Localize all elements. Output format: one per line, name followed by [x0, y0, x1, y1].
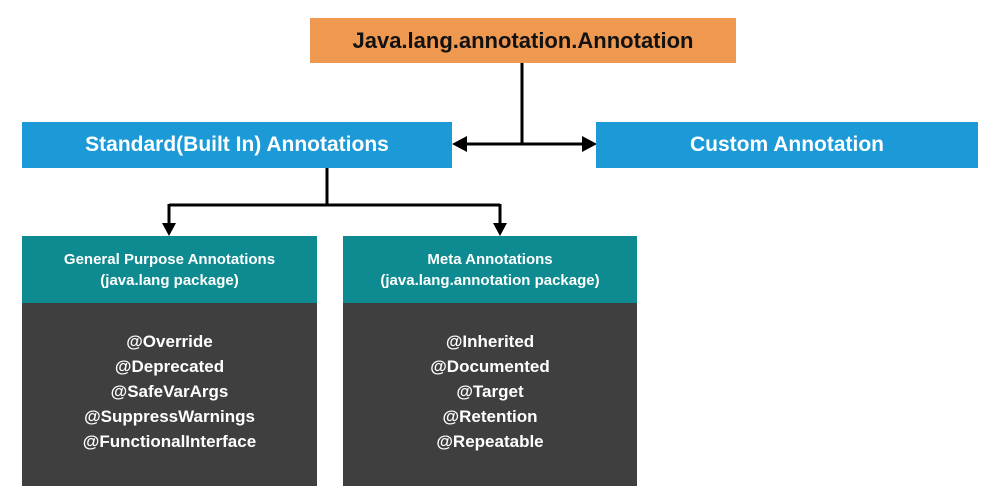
- arrowhead-down-left-icon: [162, 223, 176, 236]
- annotation-item: @Retention: [442, 407, 538, 426]
- group-general-body: @Override @Deprecated @SafeVarArgs @Supp…: [22, 303, 317, 486]
- annotation-item: @Inherited: [445, 332, 535, 351]
- annotation-item: @Documented: [430, 357, 550, 376]
- arrowhead-left-icon: [452, 136, 467, 152]
- root-node-java-lang-annotation: Java.lang.annotation.Annotation: [310, 18, 736, 63]
- annotation-item: @SuppressWarnings: [84, 407, 255, 426]
- annotation-item: @Override: [126, 332, 213, 351]
- group-general-header: General Purpose Annotations (java.lang p…: [22, 236, 317, 303]
- group-meta-annotations: Meta Annotations (java.lang.annotation p…: [343, 236, 637, 486]
- group-meta-body: @Inherited @Documented @Target @Retentio…: [343, 303, 637, 486]
- annotation-item: @Deprecated: [114, 357, 225, 376]
- node-custom-annotation: Custom Annotation: [596, 122, 978, 168]
- group-meta-subtitle: (java.lang.annotation package): [380, 271, 600, 289]
- annotation-item: @Target: [456, 382, 524, 401]
- group-general-subtitle: (java.lang package): [100, 271, 239, 289]
- group-meta-header: Meta Annotations (java.lang.annotation p…: [343, 236, 637, 303]
- group-meta-title: Meta Annotations: [427, 250, 553, 268]
- group-general-purpose-annotations: General Purpose Annotations (java.lang p…: [22, 236, 317, 486]
- arrowhead-right-icon: [582, 136, 597, 152]
- annotation-item: @FunctionalInterface: [82, 432, 257, 451]
- arrowhead-down-right-icon: [493, 223, 507, 236]
- annotation-item: @Repeatable: [436, 432, 544, 451]
- group-general-title: General Purpose Annotations: [63, 250, 276, 268]
- node-standard-builtin-annotations: Standard(Built In) Annotations: [22, 122, 452, 168]
- annotation-item: @SafeVarArgs: [110, 382, 229, 401]
